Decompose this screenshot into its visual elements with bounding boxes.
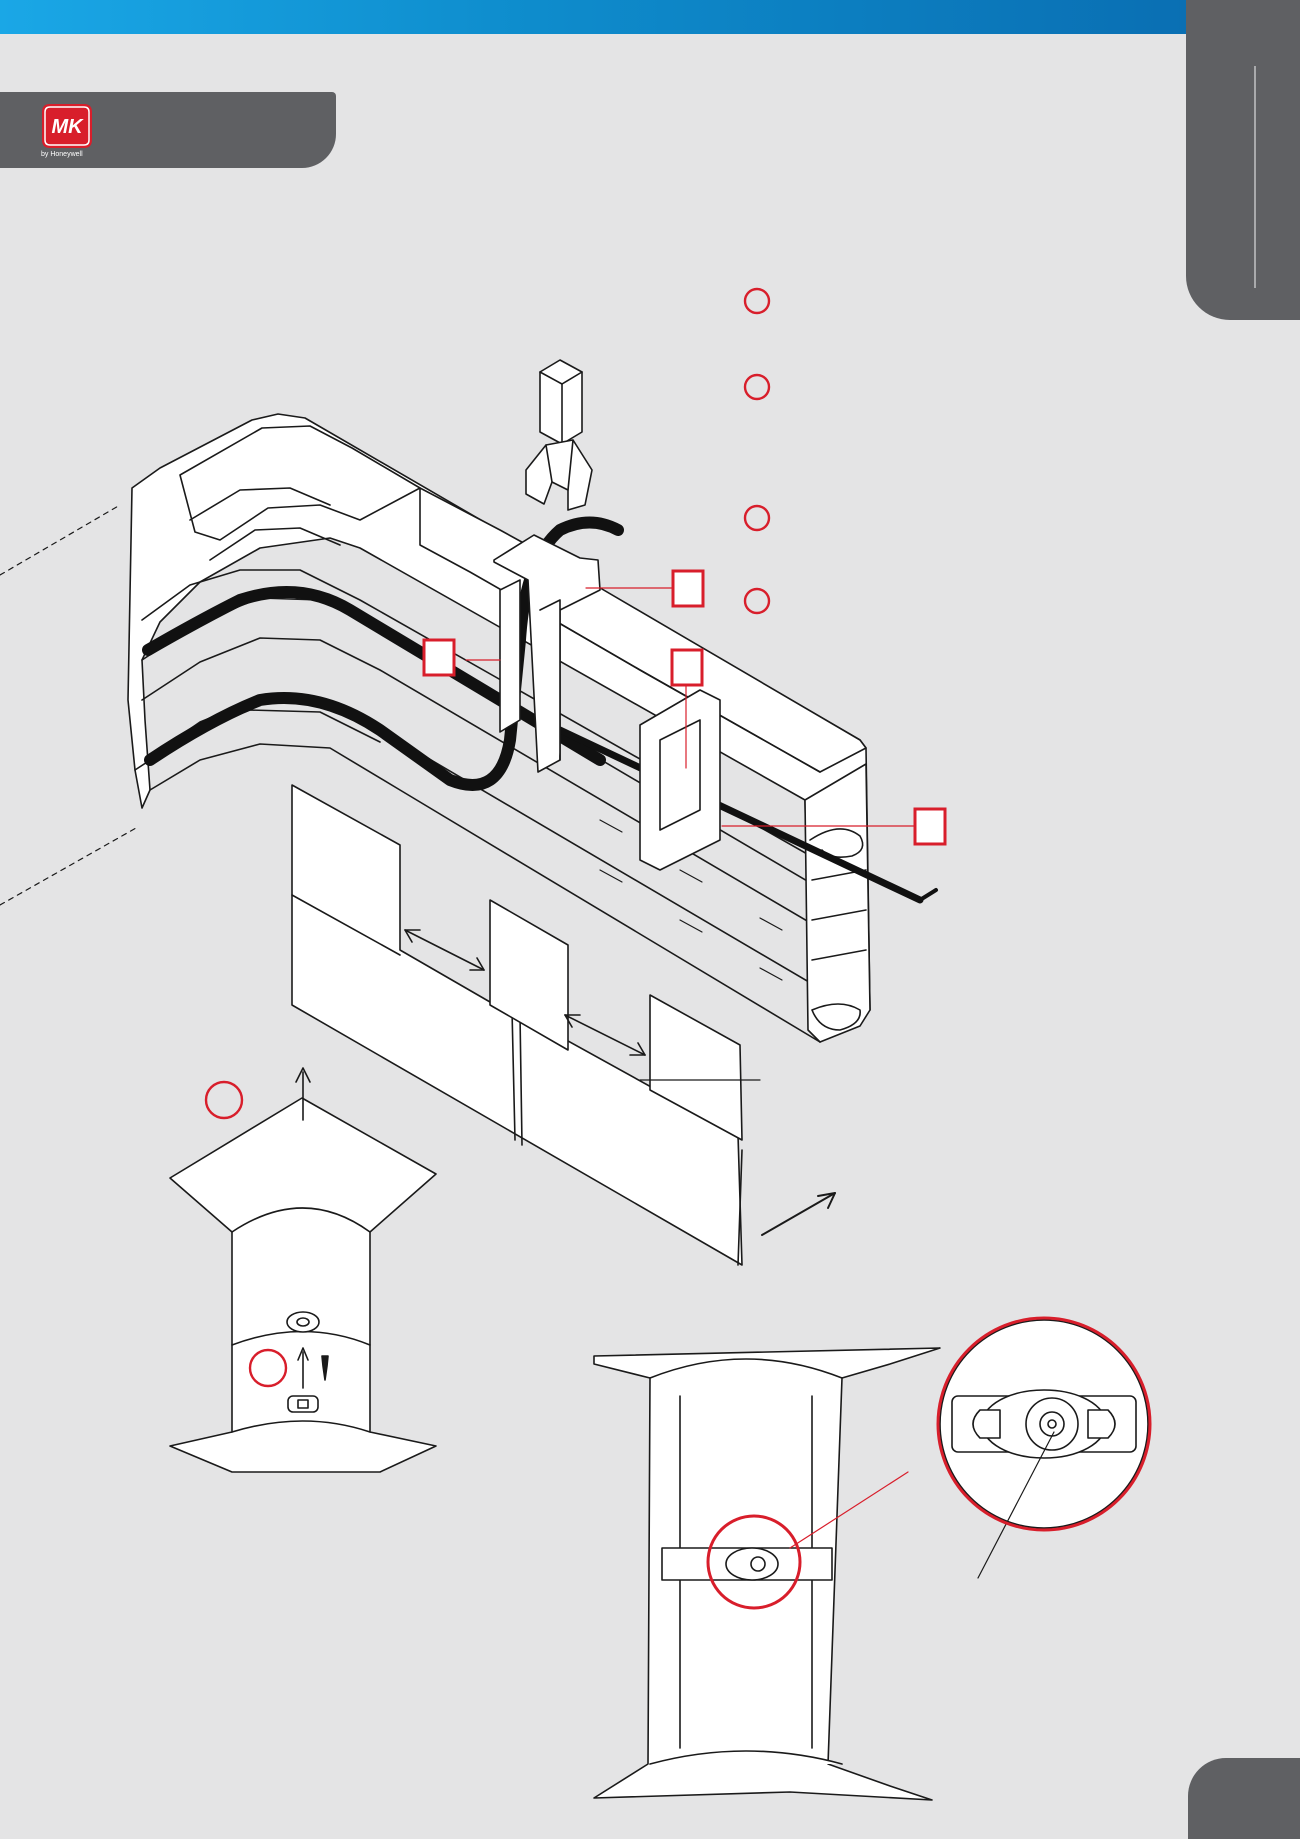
joint-coupler — [493, 534, 721, 871]
page-number-tab — [1188, 1758, 1300, 1839]
callout-circle — [204, 1080, 244, 1120]
red-leaders — [465, 587, 915, 1549]
brand-subtext: by Honeywell — [41, 151, 83, 158]
coupler-clip — [525, 359, 593, 511]
direction-arrow-head — [817, 1192, 836, 1209]
callout-squares — [422, 569, 947, 846]
cables — [142, 516, 938, 904]
callout-circle — [743, 587, 771, 615]
side-tab-top — [1186, 0, 1300, 320]
spacing-arrows — [404, 929, 646, 1056]
internal-corner-fitting — [169, 1097, 437, 1473]
inset-leader — [977, 1431, 1055, 1579]
upward-arrow — [295, 1067, 311, 1389]
screw-icon — [321, 1355, 329, 1381]
guide-lines — [0, 504, 137, 906]
top-accent-bar — [0, 0, 1188, 34]
zoom-highlight-circles — [706, 1316, 1152, 1610]
callout-circle — [743, 504, 771, 532]
callout-square — [670, 648, 704, 687]
zoom-source-circle — [706, 1514, 802, 1610]
zoom-target-circle — [936, 1316, 1152, 1532]
screw-zoom-inset — [939, 1319, 1149, 1529]
brand-header-tab: MK by Honeywell — [0, 92, 336, 168]
callout-circles — [204, 287, 771, 1388]
callout-circle — [248, 1348, 288, 1388]
callout-circle — [743, 287, 771, 315]
callout-circle — [743, 373, 771, 401]
callout-square — [671, 569, 705, 608]
mk-logo: MK — [40, 102, 94, 150]
assembled-corner — [593, 1347, 941, 1801]
direction-arrow — [761, 1192, 836, 1236]
callout-square — [422, 638, 456, 677]
cover-lids — [291, 784, 743, 1266]
side-tab-divider — [1254, 66, 1256, 288]
svg-text:MK: MK — [51, 116, 84, 138]
callout-square — [913, 807, 947, 846]
